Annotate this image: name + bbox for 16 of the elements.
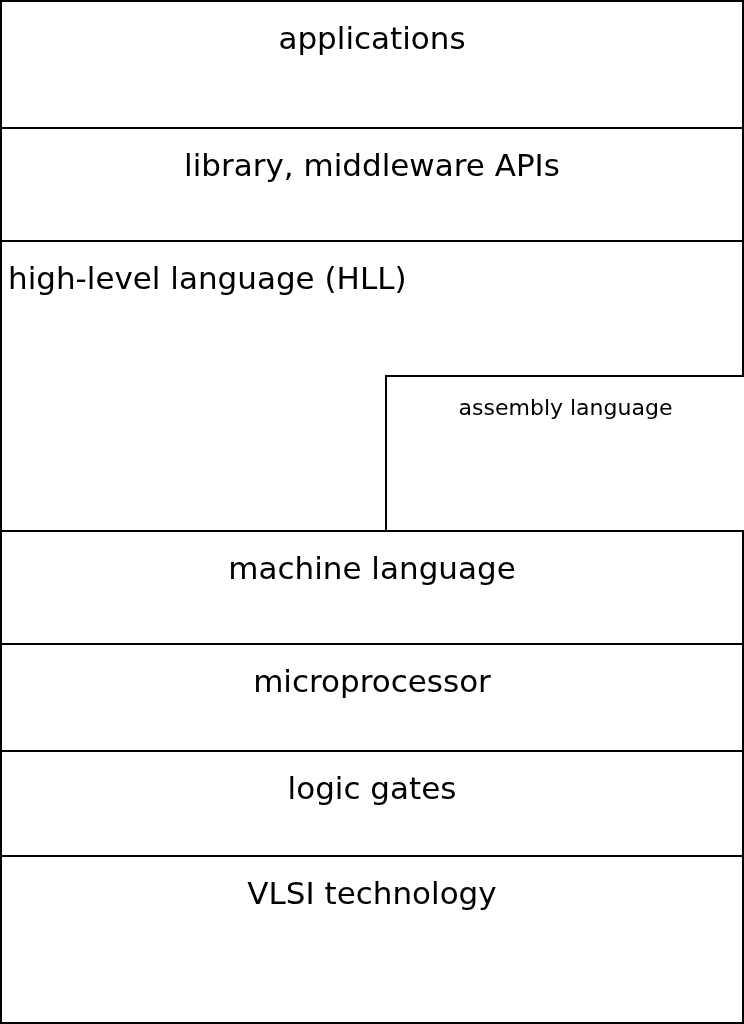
layer-band: [0, 127, 744, 242]
layer-label: high-level language (HLL): [8, 260, 407, 296]
layer-band: [0, 855, 744, 1024]
layer-label: library, middleware APIs: [183, 147, 561, 183]
layer-label: assembly language: [457, 395, 674, 420]
layer-label: VLSI technology: [246, 875, 498, 911]
layer-band: [0, 750, 744, 857]
nested-layer-box: [385, 375, 744, 532]
layer-band: [0, 643, 744, 752]
layer-band: [0, 530, 744, 645]
layer-band: [0, 0, 744, 129]
layer-label: applications: [277, 20, 467, 56]
layer-label: machine language: [227, 550, 517, 586]
layer-label: logic gates: [286, 770, 458, 806]
layer-label: microprocessor: [252, 663, 492, 699]
layer-band: [0, 240, 744, 532]
